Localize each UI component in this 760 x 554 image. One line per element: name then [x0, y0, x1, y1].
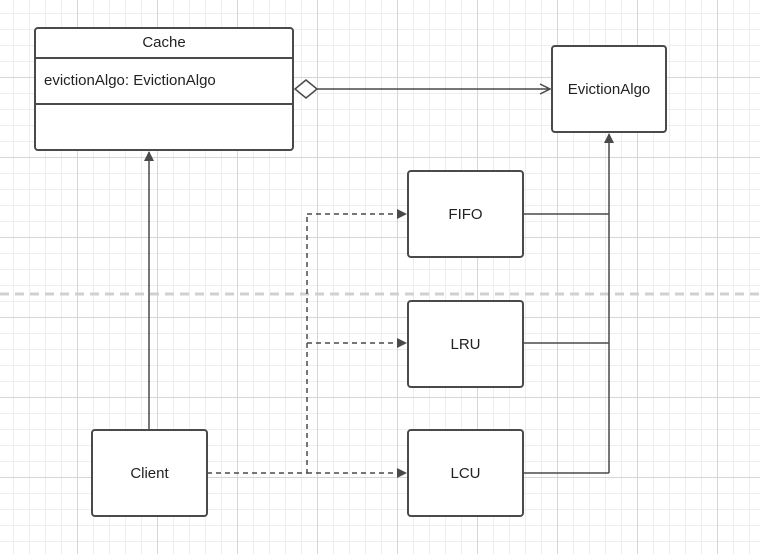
- eviction-algo-label: EvictionAlgo: [567, 80, 651, 98]
- aggregation-diamond: [293, 79, 319, 99]
- lcu-label: LCU: [450, 464, 481, 482]
- lcu-box[interactable]: LCU: [407, 429, 524, 517]
- cache-class-box[interactable]: Cache evictionAlgo: EvictionAlgo: [34, 27, 294, 151]
- eviction-algo-box[interactable]: EvictionAlgo: [551, 45, 667, 133]
- aggregation-connector[interactable]: [293, 79, 550, 99]
- strategies-to-eviction-algo-connector[interactable]: [523, 133, 614, 474]
- fifo-box[interactable]: FIFO: [407, 170, 524, 258]
- lru-box[interactable]: LRU: [407, 300, 524, 388]
- client-to-strategies-dependency[interactable]: [207, 209, 407, 478]
- client-label: Client: [130, 464, 169, 482]
- cache-class-operations: [36, 105, 292, 149]
- cache-class-attribute: evictionAlgo: EvictionAlgo: [36, 59, 292, 105]
- lru-label: LRU: [450, 335, 481, 353]
- fifo-label: FIFO: [448, 205, 483, 223]
- cache-class-name: Cache: [36, 29, 292, 59]
- client-box[interactable]: Client: [91, 429, 208, 517]
- dependency-trunk: [207, 214, 308, 474]
